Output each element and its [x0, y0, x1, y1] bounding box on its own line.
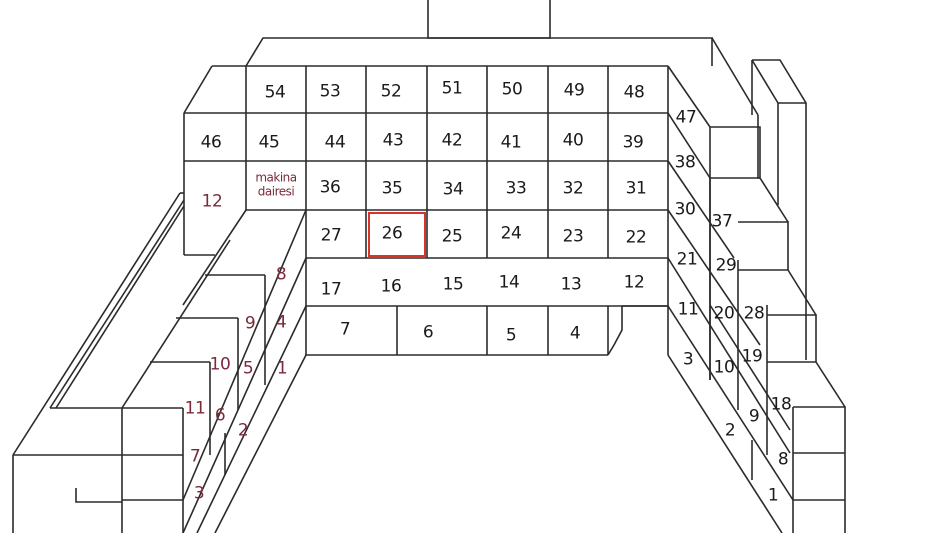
unit-10-right[interactable]: 10 [713, 357, 735, 378]
unit-5-center[interactable]: 5 [505, 325, 517, 346]
unit-35[interactable]: 35 [381, 178, 403, 199]
unit-4-left[interactable]: 4 [275, 312, 287, 333]
unit-13[interactable]: 13 [560, 274, 582, 295]
unit-20[interactable]: 20 [713, 303, 735, 324]
unit-11-right[interactable]: 11 [677, 299, 699, 320]
unit-2-right[interactable]: 2 [724, 420, 736, 441]
unit-49[interactable]: 49 [563, 80, 585, 101]
unit-5-left[interactable]: 5 [242, 358, 254, 379]
unit-32[interactable]: 32 [562, 178, 584, 199]
unit-30[interactable]: 30 [674, 199, 696, 220]
unit-38[interactable]: 38 [674, 152, 696, 173]
unit-4-center[interactable]: 4 [569, 323, 581, 344]
unit-6-left[interactable]: 6 [214, 405, 226, 426]
unit-54[interactable]: 54 [264, 82, 286, 103]
unit-21[interactable]: 21 [676, 249, 698, 270]
unit-7-left[interactable]: 7 [189, 446, 201, 467]
unit-15[interactable]: 15 [442, 274, 464, 295]
unit-22[interactable]: 22 [625, 227, 647, 248]
unit-37[interactable]: 37 [711, 211, 733, 232]
unit-18[interactable]: 18 [770, 394, 792, 415]
unit-46[interactable]: 46 [200, 132, 222, 153]
unit-40[interactable]: 40 [562, 130, 584, 151]
unit-11-left[interactable]: 11 [184, 398, 206, 419]
unit-31[interactable]: 31 [625, 178, 647, 199]
unit-9-right[interactable]: 9 [748, 406, 760, 427]
unit-41[interactable]: 41 [500, 132, 522, 153]
unit-7-center[interactable]: 7 [339, 319, 351, 340]
unit-2-left[interactable]: 2 [237, 420, 249, 441]
unit-17[interactable]: 17 [320, 279, 342, 300]
unit-12-left[interactable]: 12 [201, 191, 223, 212]
unit-10-left[interactable]: 10 [209, 354, 231, 375]
unit-27[interactable]: 27 [320, 225, 342, 246]
unit-36[interactable]: 36 [319, 177, 341, 198]
unit-1-right[interactable]: 1 [767, 485, 779, 506]
unit-6-center[interactable]: 6 [422, 322, 434, 343]
unit-39[interactable]: 39 [622, 132, 644, 153]
unit-33[interactable]: 33 [505, 178, 527, 199]
unit-48[interactable]: 48 [623, 82, 645, 103]
unit-42[interactable]: 42 [441, 130, 463, 151]
unit-51[interactable]: 51 [441, 78, 463, 99]
unit-3-left[interactable]: 3 [193, 483, 205, 504]
unit-3-right[interactable]: 3 [682, 349, 694, 370]
unit-28[interactable]: 28 [743, 303, 765, 324]
unit-26[interactable]: 26 [381, 223, 403, 244]
unit-45[interactable]: 45 [258, 132, 280, 153]
unit-53[interactable]: 53 [319, 81, 341, 102]
unit-8-right[interactable]: 8 [777, 449, 789, 470]
unit-19[interactable]: 19 [741, 346, 763, 367]
unit-24[interactable]: 24 [500, 223, 522, 244]
unit-43[interactable]: 43 [382, 130, 404, 151]
unit-8-left[interactable]: 8 [275, 264, 287, 285]
unit-52[interactable]: 52 [380, 81, 402, 102]
unit-9-left[interactable]: 9 [244, 313, 256, 334]
unit-16[interactable]: 16 [380, 276, 402, 297]
machine-room-label: makina dairesi [255, 170, 297, 199]
unit-1-left[interactable]: 1 [276, 358, 288, 379]
unit-29[interactable]: 29 [715, 255, 737, 276]
unit-14[interactable]: 14 [498, 272, 520, 293]
unit-50[interactable]: 50 [501, 79, 523, 100]
unit-23[interactable]: 23 [562, 226, 584, 247]
unit-34[interactable]: 34 [442, 179, 464, 200]
unit-47[interactable]: 47 [675, 107, 697, 128]
unit-25[interactable]: 25 [441, 226, 463, 247]
unit-12-center[interactable]: 12 [623, 272, 645, 293]
unit-44[interactable]: 44 [324, 132, 346, 153]
